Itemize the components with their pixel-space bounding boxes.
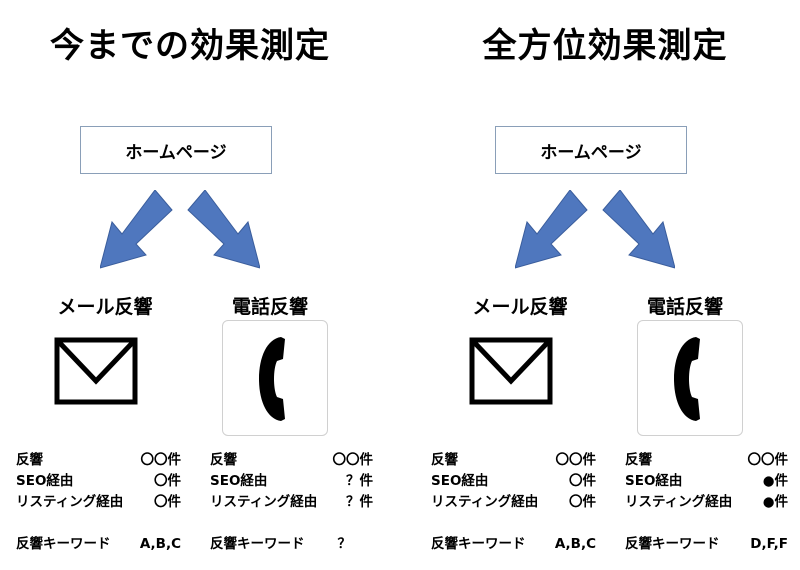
stat-row: SEO経由 ？件 bbox=[210, 471, 373, 492]
homepage-box: ホームページ bbox=[495, 126, 687, 174]
keyword-row: 反響キーワード D,F,F bbox=[625, 534, 788, 555]
stat-label: リスティング経由 bbox=[431, 494, 539, 510]
stat-row: リスティング経由 ？件 bbox=[210, 492, 373, 513]
stat-label: SEO経由 bbox=[431, 473, 489, 489]
stat-value: ●件 bbox=[762, 473, 788, 489]
stat-value: 〇件 bbox=[154, 473, 181, 489]
stat-value: 〇〇件 bbox=[140, 452, 182, 468]
stat-label: 反響 bbox=[210, 452, 237, 468]
stat-row: リスティング経由 ●件 bbox=[625, 492, 788, 513]
phone-response-label: 電話反響 bbox=[231, 296, 308, 318]
keyword-value: A,B,C bbox=[139, 536, 181, 552]
stat-label: 反響 bbox=[16, 452, 43, 468]
stat-label: リスティング経由 bbox=[16, 494, 124, 510]
envelope-icon bbox=[469, 337, 553, 405]
flow-arrows bbox=[515, 190, 675, 269]
arrow-right-down bbox=[187, 190, 260, 269]
homepage-label: ホームページ bbox=[540, 142, 642, 163]
phone-icon-frame bbox=[637, 320, 743, 436]
stat-label: 反響 bbox=[625, 452, 652, 468]
stat-row: SEO経由 〇件 bbox=[431, 471, 596, 492]
stat-row: SEO経由 ●件 bbox=[625, 471, 788, 492]
stat-label: SEO経由 bbox=[16, 473, 74, 489]
telephone-handset-icon bbox=[259, 337, 285, 421]
arrow-right-down bbox=[602, 190, 675, 269]
stat-value: 〇〇件 bbox=[747, 452, 789, 468]
stat-row: 反響 〇〇件 bbox=[16, 450, 181, 471]
phone-stats: 反響 〇〇件 SEO経由 ？件 リスティング経由 ？件 反響キーワード ？ bbox=[210, 450, 373, 555]
stat-row: リスティング経由 〇件 bbox=[16, 492, 181, 513]
stat-value: 〇件 bbox=[569, 473, 596, 489]
homepage-box: ホームページ bbox=[80, 126, 272, 174]
keyword-label: 反響キーワード bbox=[16, 536, 111, 552]
panel-title: 今までの効果測定 bbox=[50, 26, 330, 66]
stat-value: 〇〇件 bbox=[555, 452, 597, 468]
stat-value: 〇〇件 bbox=[332, 452, 374, 468]
keyword-label: 反響キーワード bbox=[625, 536, 720, 552]
keyword-label: 反響キーワード bbox=[431, 536, 526, 552]
panel-full-measurement: 全方位効果測定 ホームページ メール反響 電話反響 反響 〇〇件 SEO経由 〇… bbox=[415, 0, 800, 570]
stat-value: 〇件 bbox=[569, 494, 596, 510]
phone-icon-frame bbox=[222, 320, 328, 436]
stat-row: SEO経由 〇件 bbox=[16, 471, 181, 492]
mail-response-label: メール反響 bbox=[57, 296, 153, 318]
panel-current-measurement: 今までの効果測定 ホームページ メール反響 電話反響 反響 〇〇件 SEO経由 … bbox=[16, 26, 373, 555]
arrow-left-down bbox=[515, 190, 588, 269]
stat-label: SEO経由 bbox=[210, 473, 268, 489]
stat-value: ●件 bbox=[762, 494, 788, 510]
envelope-icon bbox=[54, 337, 138, 405]
stat-row: 反響 〇〇件 bbox=[210, 450, 373, 471]
arrow-left-down bbox=[100, 190, 173, 269]
stat-label: 反響 bbox=[431, 452, 458, 468]
stat-value: 〇件 bbox=[154, 494, 181, 510]
keyword-value: D,F,F bbox=[750, 536, 788, 552]
stat-label: SEO経由 bbox=[625, 473, 683, 489]
stat-value: ？件 bbox=[346, 494, 373, 510]
keyword-value: A,B,C bbox=[554, 536, 596, 552]
telephone-handset-icon bbox=[674, 337, 700, 421]
flow-arrows bbox=[100, 190, 260, 269]
mail-stats: 反響 〇〇件 SEO経由 〇件 リスティング経由 〇件 反響キーワード A,B,… bbox=[16, 450, 181, 555]
keyword-value: ？ bbox=[337, 536, 352, 552]
panel-title: 全方位効果測定 bbox=[482, 26, 728, 66]
stat-row: リスティング経由 〇件 bbox=[431, 492, 596, 513]
phone-stats: 反響 〇〇件 SEO経由 ●件 リスティング経由 ●件 反響キーワード D,F,… bbox=[625, 450, 788, 555]
homepage-label: ホームページ bbox=[125, 142, 227, 163]
stat-label: リスティング経由 bbox=[625, 494, 733, 510]
keyword-row: 反響キーワード ？ bbox=[210, 534, 373, 555]
mail-stats: 反響 〇〇件 SEO経由 〇件 リスティング経由 〇件 反響キーワード A,B,… bbox=[431, 450, 596, 555]
stat-row: 反響 〇〇件 bbox=[431, 450, 596, 471]
keyword-label: 反響キーワード bbox=[210, 536, 305, 552]
stat-value: ？件 bbox=[346, 473, 373, 489]
keyword-row: 反響キーワード A,B,C bbox=[16, 534, 181, 555]
phone-response-label: 電話反響 bbox=[646, 296, 723, 318]
mail-response-label: メール反響 bbox=[472, 296, 568, 318]
stat-label: リスティング経由 bbox=[210, 494, 318, 510]
keyword-row: 反響キーワード A,B,C bbox=[431, 534, 596, 555]
stat-row: 反響 〇〇件 bbox=[625, 450, 788, 471]
